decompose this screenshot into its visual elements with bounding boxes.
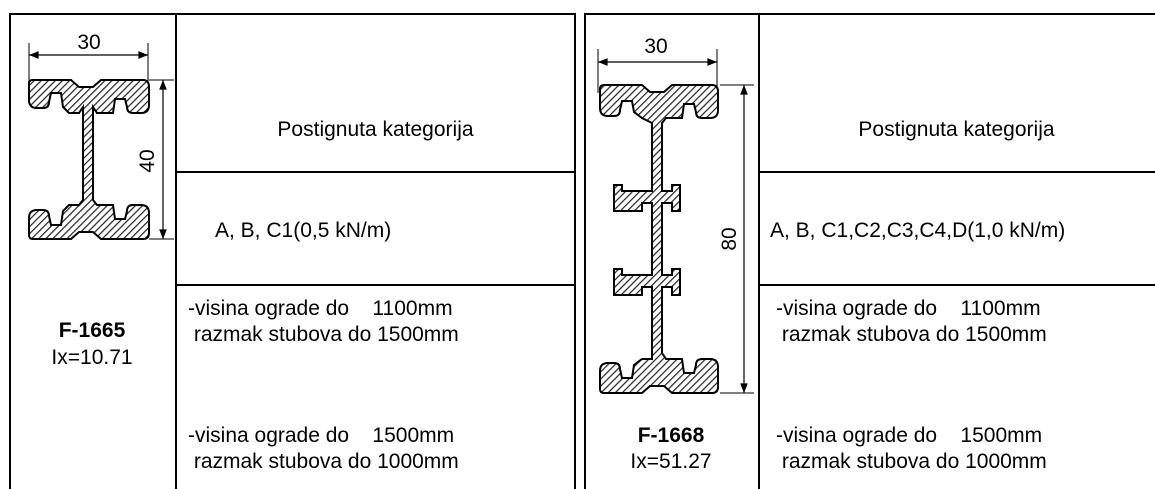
panel-border-left	[584, 13, 586, 489]
panel-border-left	[9, 13, 11, 489]
row-divider-1	[758, 171, 1155, 173]
category-header: Postignuta kategorija	[277, 118, 474, 141]
row-divider-1	[175, 171, 576, 173]
row-divider-2	[175, 284, 576, 286]
category-value: A, B, C1(0,5 kN/m)	[215, 219, 392, 242]
profile-drawing-f1668: 30 80	[597, 35, 754, 394]
spec1-line2: razmak stubova do 1500mm	[776, 323, 1047, 346]
profile-ix: Ix=51.27	[630, 450, 712, 473]
category-value: A, B, C1,C2,C3,C4,D(1,0 kN/m)	[770, 219, 1066, 242]
spec2-line1: -visina ograde do 1500mm	[776, 424, 1043, 447]
spec1-line1: -visina ograde do 1100mm	[776, 297, 1041, 320]
row-divider-2	[758, 284, 1155, 286]
profile-panel-f1668: 30 80 F-1668 Ix=51.27 Postignuta kategor…	[584, 13, 1155, 489]
profile-code: F-1665	[58, 319, 126, 342]
profile-section-shape	[599, 84, 719, 394]
profile-code: F-1668	[637, 424, 705, 447]
profile-section-shape	[28, 79, 150, 240]
profile-ix: Ix=10.71	[51, 346, 133, 369]
column-divider	[758, 13, 760, 489]
spec1-line2: razmak stubova do 1500mm	[188, 323, 459, 346]
column-divider	[175, 13, 177, 489]
height-dimension-label: 40	[136, 149, 159, 172]
profile-drawing-f1665: 30 40	[28, 31, 174, 240]
panel-border-top	[584, 13, 1155, 15]
spec2-line1: -visina ograde do 1500mm	[188, 424, 455, 447]
height-dimension-label: 80	[718, 227, 741, 250]
spec2-line2: razmak stubova do 1000mm	[776, 450, 1047, 473]
spec2-line2: razmak stubova do 1000mm	[188, 450, 459, 473]
spec1-line1: -visina ograde do 1100mm	[188, 297, 453, 320]
width-dimension-label: 30	[77, 31, 100, 54]
category-header: Postignuta kategorija	[858, 118, 1055, 141]
panel-border-right	[574, 13, 576, 489]
panel-border-top	[9, 13, 576, 15]
profile-panel-f1665: 30 40 F-1665 Ix=10.71 Postignuta kategor…	[9, 13, 576, 489]
width-dimension-label: 30	[644, 35, 667, 58]
